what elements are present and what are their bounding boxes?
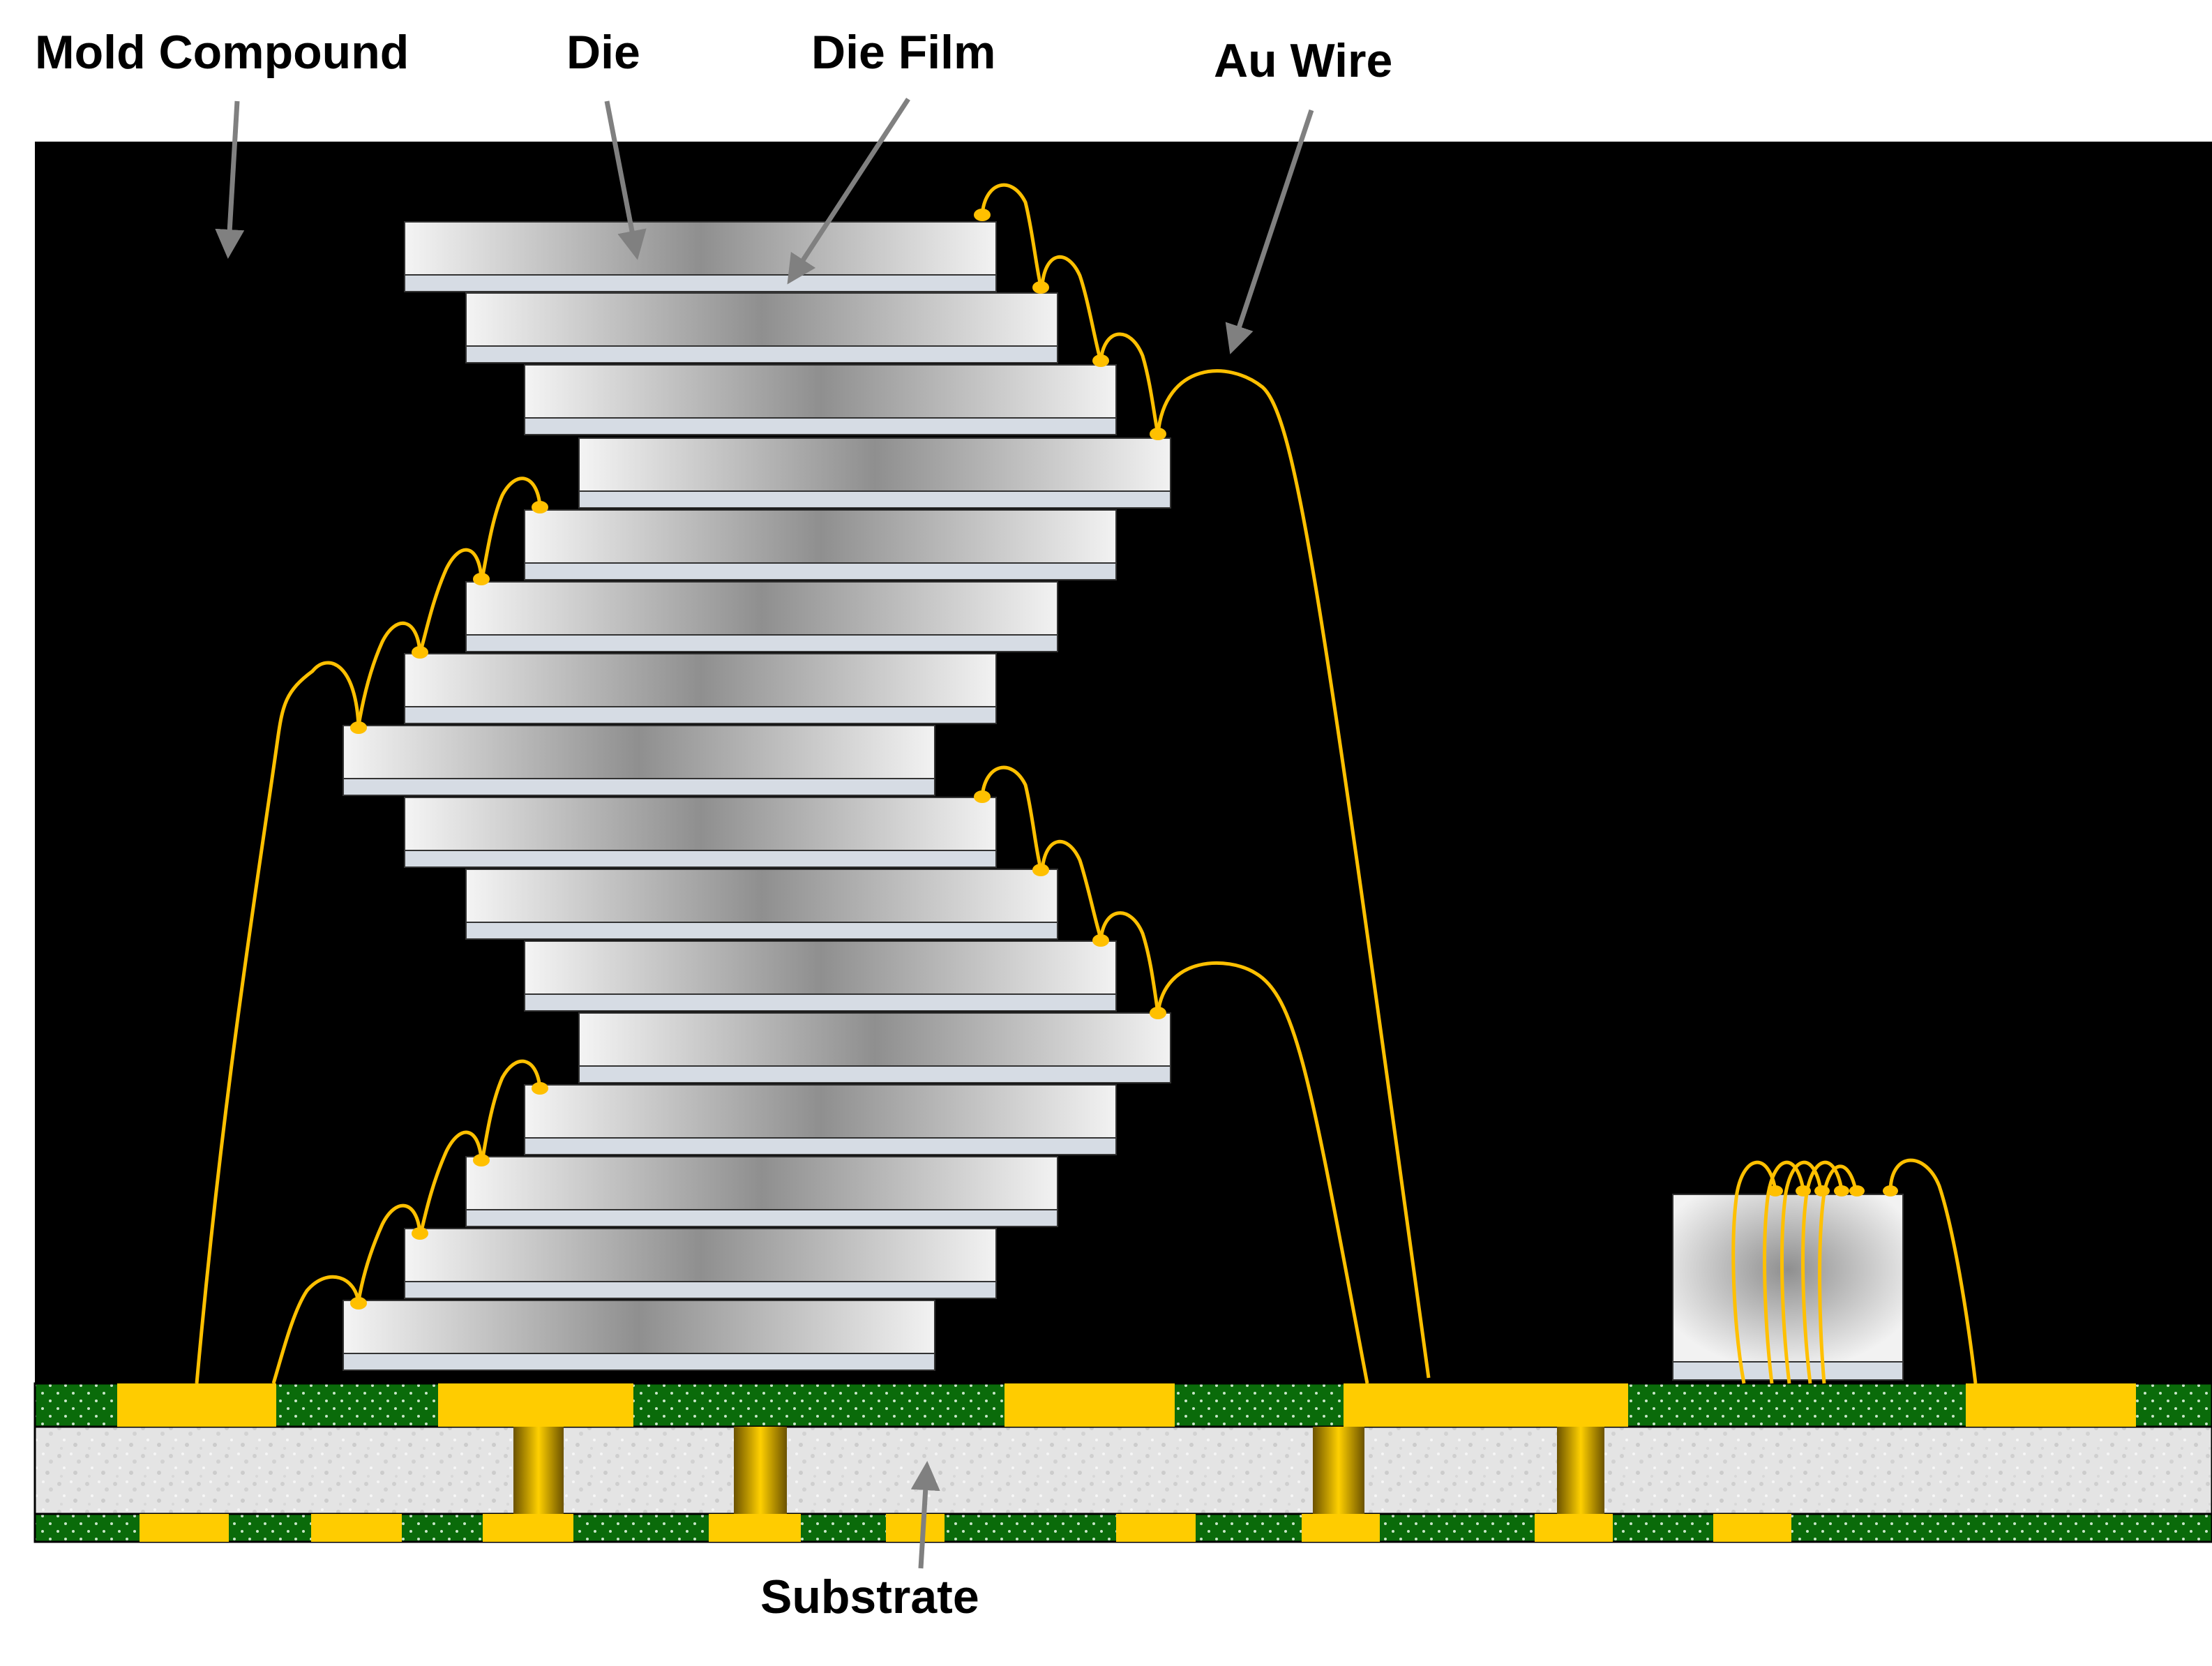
die (524, 364, 1117, 435)
arrow-die-film (787, 98, 910, 285)
die (465, 869, 1058, 940)
au-wire (980, 765, 1043, 869)
die (524, 1084, 1117, 1155)
die (404, 653, 997, 724)
substrate-core (33, 1425, 2212, 1515)
bond-pad (1005, 1383, 1175, 1427)
au-wire (356, 1203, 422, 1302)
au-wire (1780, 1160, 1823, 1384)
die-film (343, 1353, 935, 1371)
ball-pad (483, 1514, 573, 1542)
au-wire (980, 183, 1043, 287)
die (465, 1156, 1058, 1227)
ball-pad (886, 1514, 945, 1542)
au-wire (481, 476, 542, 576)
ball-pad (1535, 1514, 1613, 1542)
au-wire (1731, 1160, 1777, 1384)
via (513, 1427, 564, 1514)
arrow-au-wire (1225, 109, 1314, 354)
bond-pad (1966, 1383, 2136, 1427)
die-film (404, 706, 997, 724)
ball-pad (709, 1514, 801, 1542)
via (734, 1427, 787, 1514)
au-wire (1099, 332, 1160, 435)
substrate (33, 1382, 2212, 1543)
au-wire (1040, 839, 1103, 939)
controller-die (1672, 1194, 1904, 1381)
bond-pad (117, 1383, 276, 1427)
die (404, 797, 997, 868)
ball-pad (1713, 1514, 1791, 1542)
via (1557, 1427, 1604, 1514)
die-film (404, 274, 997, 292)
label-mold-compound: Mold Compound (35, 26, 409, 79)
au-wire (1801, 1160, 1844, 1384)
die-film (524, 993, 1117, 1012)
die-film (465, 922, 1058, 940)
die (404, 221, 997, 292)
die-film (465, 634, 1058, 652)
au-wire (419, 1130, 483, 1232)
die-film (404, 1281, 997, 1299)
die-film (465, 345, 1058, 363)
au-wire (1763, 1160, 1805, 1384)
label-substrate: Substrate (760, 1570, 979, 1623)
die (465, 581, 1058, 652)
die (465, 292, 1058, 363)
au-wires (195, 183, 1978, 1384)
bond-balls (350, 209, 1898, 1309)
ball-pad (311, 1514, 402, 1542)
au-wire (1888, 1158, 1978, 1384)
ball-pad (1116, 1514, 1196, 1542)
bond-pad (1344, 1383, 1628, 1427)
arrow-substrate (910, 1461, 940, 1569)
die-film (524, 1137, 1117, 1155)
label-au-wire: Au Wire (1214, 34, 1393, 87)
die-film (524, 417, 1117, 435)
arrow-mold-compound (215, 100, 245, 259)
die-stack (343, 221, 1171, 1371)
callout-arrows (215, 98, 1314, 1569)
die (578, 1012, 1171, 1083)
ball-pad (1302, 1514, 1380, 1542)
au-wire (1040, 255, 1103, 362)
die (524, 940, 1117, 1012)
au-wire (481, 1059, 542, 1159)
au-wire (1156, 369, 1431, 1379)
via (1313, 1427, 1364, 1514)
ball-pad (140, 1514, 229, 1542)
die (524, 509, 1117, 580)
die-film (465, 1209, 1058, 1227)
au-wire (271, 1275, 361, 1384)
arrow-die (604, 100, 647, 260)
die-film (578, 490, 1171, 509)
au-wire (356, 621, 422, 726)
die-film (578, 1065, 1171, 1083)
au-wire (1099, 911, 1160, 1014)
bond-pad (438, 1383, 633, 1427)
die (343, 725, 935, 796)
label-die-film: Die Film (811, 26, 996, 79)
die (404, 1228, 997, 1299)
au-wire (419, 548, 483, 650)
au-wire (195, 661, 361, 1384)
au-wire (1818, 1164, 1858, 1384)
label-die: Die (566, 26, 640, 79)
die-film (524, 562, 1117, 580)
die (343, 1300, 935, 1371)
au-wire (1156, 961, 1369, 1384)
die-film (343, 778, 935, 796)
die-film (404, 850, 997, 868)
die (578, 437, 1171, 509)
